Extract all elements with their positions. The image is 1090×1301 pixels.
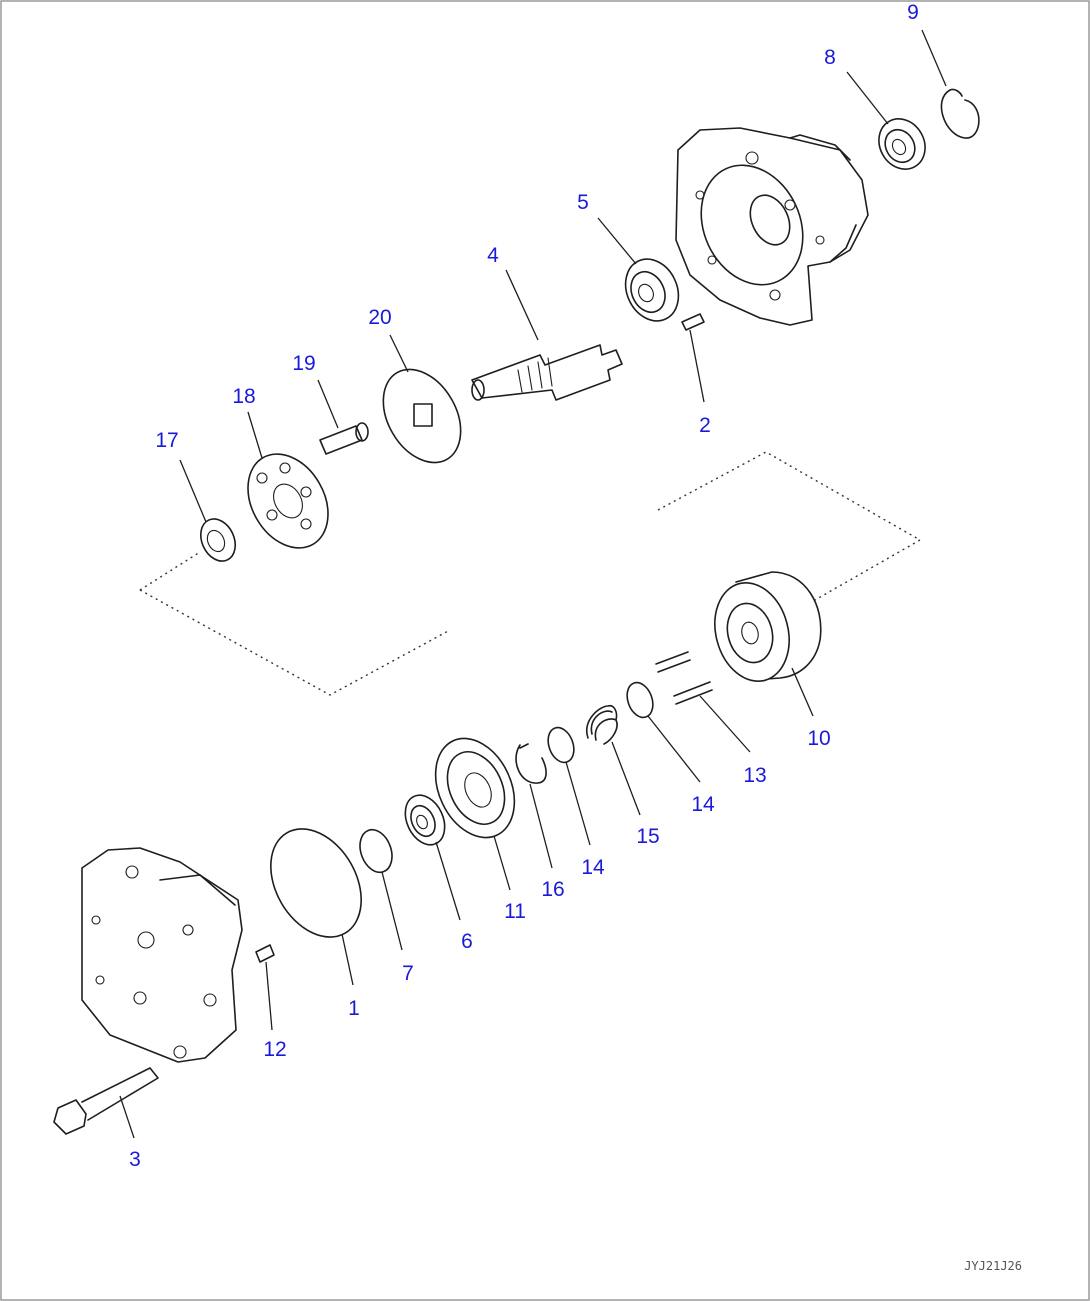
pin-19 xyxy=(319,422,369,455)
bearing-6 xyxy=(404,794,446,846)
bolt-3 xyxy=(53,1067,159,1135)
callout-2: 2 xyxy=(699,414,711,437)
callout-9: 9 xyxy=(907,1,919,24)
bearing-5 xyxy=(624,258,680,322)
callout-1: 1 xyxy=(348,997,360,1020)
snap-ring-16 xyxy=(515,743,547,784)
ring-7 xyxy=(359,828,393,874)
callout-5: 5 xyxy=(577,191,589,214)
callout-7: 7 xyxy=(402,962,414,985)
callout-19: 19 xyxy=(292,352,315,375)
callout-3: 3 xyxy=(129,1148,141,1171)
callout-11: 11 xyxy=(504,900,526,923)
o-ring-1 xyxy=(270,828,362,938)
snap-ring-9 xyxy=(940,88,980,139)
callout-12: 12 xyxy=(263,1038,286,1061)
bearing-8 xyxy=(878,118,926,170)
plate-18 xyxy=(247,453,329,549)
callout-16: 16 xyxy=(541,878,564,901)
washer-14a xyxy=(626,681,654,719)
seal-17 xyxy=(199,518,237,562)
diagram-code: JYJ21J26 xyxy=(964,1259,1022,1273)
callout-13: 13 xyxy=(743,764,766,787)
callout-18: 18 xyxy=(232,385,255,408)
assembly-guide-lower xyxy=(657,451,922,601)
leader-lines xyxy=(119,29,947,1139)
pin-12 xyxy=(255,944,275,963)
swash-plate-11 xyxy=(434,737,516,839)
callout-20: 20 xyxy=(368,306,391,329)
end-cover xyxy=(81,847,243,1063)
cylinder-block-10 xyxy=(714,571,822,682)
callout-15: 15 xyxy=(636,825,659,848)
callout-14-upper: 14 xyxy=(691,793,715,816)
thrust-plate-20 xyxy=(382,368,462,464)
assembly-guide-upper xyxy=(139,551,451,696)
pins-13 xyxy=(655,651,713,705)
spring-15 xyxy=(586,704,618,745)
motor-housing xyxy=(675,127,869,326)
shaft-4 xyxy=(471,344,623,401)
callout-numbers: 9 8 5 4 20 19 18 17 2 10 13 14 15 14 16 … xyxy=(129,1,919,1171)
callout-8: 8 xyxy=(824,46,836,69)
callout-10: 10 xyxy=(807,727,830,750)
callout-4: 4 xyxy=(487,244,499,267)
pin-2 xyxy=(681,313,705,331)
callout-17: 17 xyxy=(155,429,178,452)
washer-14b xyxy=(547,726,575,764)
callout-6: 6 xyxy=(461,930,473,953)
callout-14-lower: 14 xyxy=(581,856,605,879)
